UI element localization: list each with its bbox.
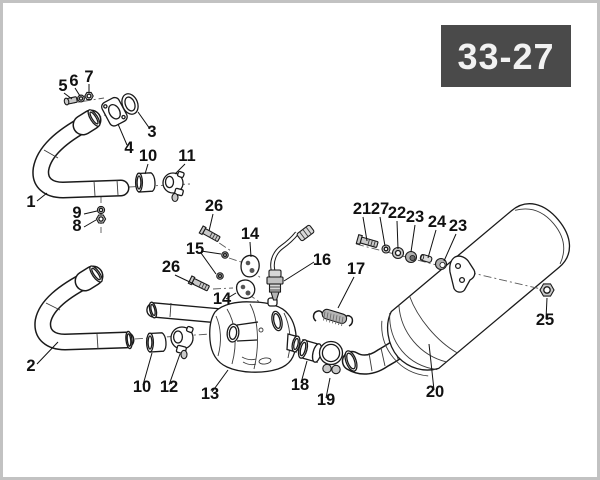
callout-13: 13	[201, 385, 219, 403]
part-17-spring	[312, 308, 354, 327]
part-23-bushing-b	[434, 257, 448, 271]
part-2-header-pipe	[34, 265, 135, 351]
callout-25: 25	[536, 311, 554, 329]
callout-16: 16	[313, 251, 331, 269]
part-6-washer	[77, 94, 85, 103]
callout-11: 11	[178, 147, 195, 165]
callout-1: 1	[26, 193, 35, 211]
part-9-washer	[96, 205, 106, 215]
callout-5: 5	[58, 77, 67, 95]
callout-26-upper: 26	[205, 197, 223, 215]
part-7-nut	[84, 91, 94, 101]
part-10-sleeve-upper	[134, 172, 156, 193]
part-25-nut	[539, 283, 555, 297]
part-26-bolt-lower	[187, 275, 210, 292]
callout-10-lower: 10	[133, 378, 151, 396]
part-20-muffler	[381, 203, 571, 377]
callout-2: 2	[26, 357, 35, 375]
bracket-centerline	[467, 271, 542, 290]
part-3-gasket-ring	[121, 93, 139, 115]
callout-26-lower: 26	[162, 258, 180, 276]
part-26-bolt-upper	[198, 225, 221, 242]
callout-labels: 1 2 3 4 5 6 7 8 9 10 11 26 14 15 26 16 1…	[26, 68, 554, 409]
callout-4: 4	[124, 139, 134, 157]
part-15-washer-lower	[216, 272, 224, 280]
callout-20: 20	[426, 383, 444, 401]
page-code-box	[441, 25, 571, 87]
part-23-bushing-a	[404, 250, 418, 264]
callout-23-a: 23	[406, 208, 424, 226]
part-12-clamp	[170, 325, 194, 360]
part-10-sleeve-lower	[145, 332, 167, 353]
part-14-bracket-lower	[235, 279, 256, 300]
callout-17: 17	[347, 260, 365, 278]
part-22-washer	[391, 246, 405, 260]
muffler-bracket	[449, 255, 476, 293]
part-4-exhaust-flange	[101, 96, 128, 127]
callout-18: 18	[291, 376, 309, 394]
page-code: 33-27	[457, 36, 554, 77]
part-1-header-pipe	[32, 109, 130, 199]
callout-27: 27	[371, 200, 389, 218]
callout-12: 12	[160, 378, 178, 396]
callout-3: 3	[147, 123, 156, 141]
part-8-nut	[95, 214, 107, 224]
callout-19: 19	[317, 391, 335, 409]
callout-21: 21	[353, 200, 371, 218]
part-24-spacer	[419, 253, 433, 263]
part-16-oxygen-sensor	[266, 224, 315, 301]
callout-10-upper: 10	[139, 147, 157, 165]
collector-front-port	[226, 321, 259, 343]
part-14-bracket-upper	[240, 254, 260, 278]
callout-15: 15	[186, 240, 204, 258]
page-code-badge: 33-27	[441, 25, 571, 87]
callout-9: 9	[72, 204, 81, 222]
part-11-clamp	[162, 170, 185, 203]
part-5-stud-bolt	[63, 96, 78, 106]
collector-collar	[271, 310, 283, 332]
part-13-collector-box	[209, 297, 301, 373]
sensor-connector	[296, 224, 315, 242]
callout-24: 24	[428, 213, 447, 231]
callout-22: 22	[388, 204, 406, 222]
callout-14-lower: 14	[213, 290, 232, 308]
callout-8: 8	[72, 217, 81, 235]
part-15-washer-upper	[221, 251, 229, 259]
part-27-washer	[381, 244, 391, 254]
part-21-bolt	[355, 234, 379, 248]
leader-lines	[36, 84, 548, 399]
callout-6: 6	[69, 72, 78, 90]
part-19-clamp	[318, 340, 344, 375]
callout-7: 7	[84, 68, 93, 86]
callout-23-b: 23	[449, 217, 467, 235]
callout-14-upper: 14	[241, 225, 260, 243]
